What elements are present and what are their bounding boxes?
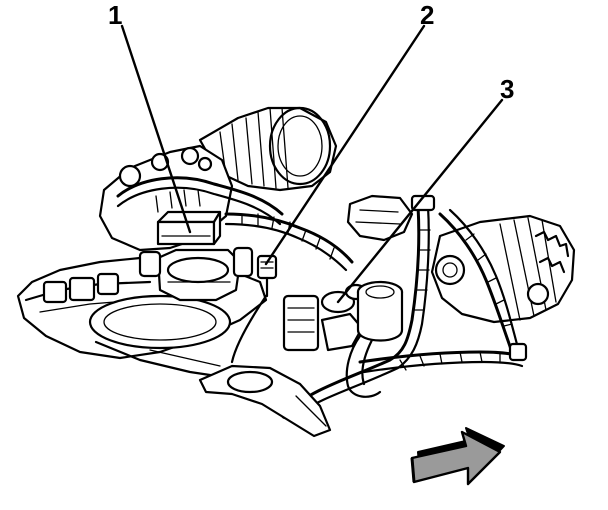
- throttle-body: [138, 246, 254, 302]
- leader-line-3: [336, 98, 504, 304]
- wiring-harness-upper: [224, 212, 354, 272]
- leader-line-2-tail: [230, 294, 268, 364]
- alternator: [430, 214, 576, 324]
- front-cover: [198, 364, 332, 438]
- leader-lines: [120, 24, 504, 364]
- intake-air-duct: [198, 106, 338, 192]
- oil-fill-tube: [345, 280, 404, 398]
- front-direction-arrow-icon: [410, 427, 505, 486]
- cam-sensor-area-part-3: [282, 283, 368, 352]
- sensor-connector-part-2: [256, 254, 278, 298]
- control-module-part-1: [156, 210, 222, 246]
- callout-1: 1: [108, 0, 122, 30]
- right-bracket: [346, 194, 414, 242]
- callout-3: 3: [500, 74, 514, 104]
- callout-2: 2: [420, 0, 434, 30]
- leader-line-2: [264, 24, 426, 266]
- leader-line-1: [120, 24, 192, 234]
